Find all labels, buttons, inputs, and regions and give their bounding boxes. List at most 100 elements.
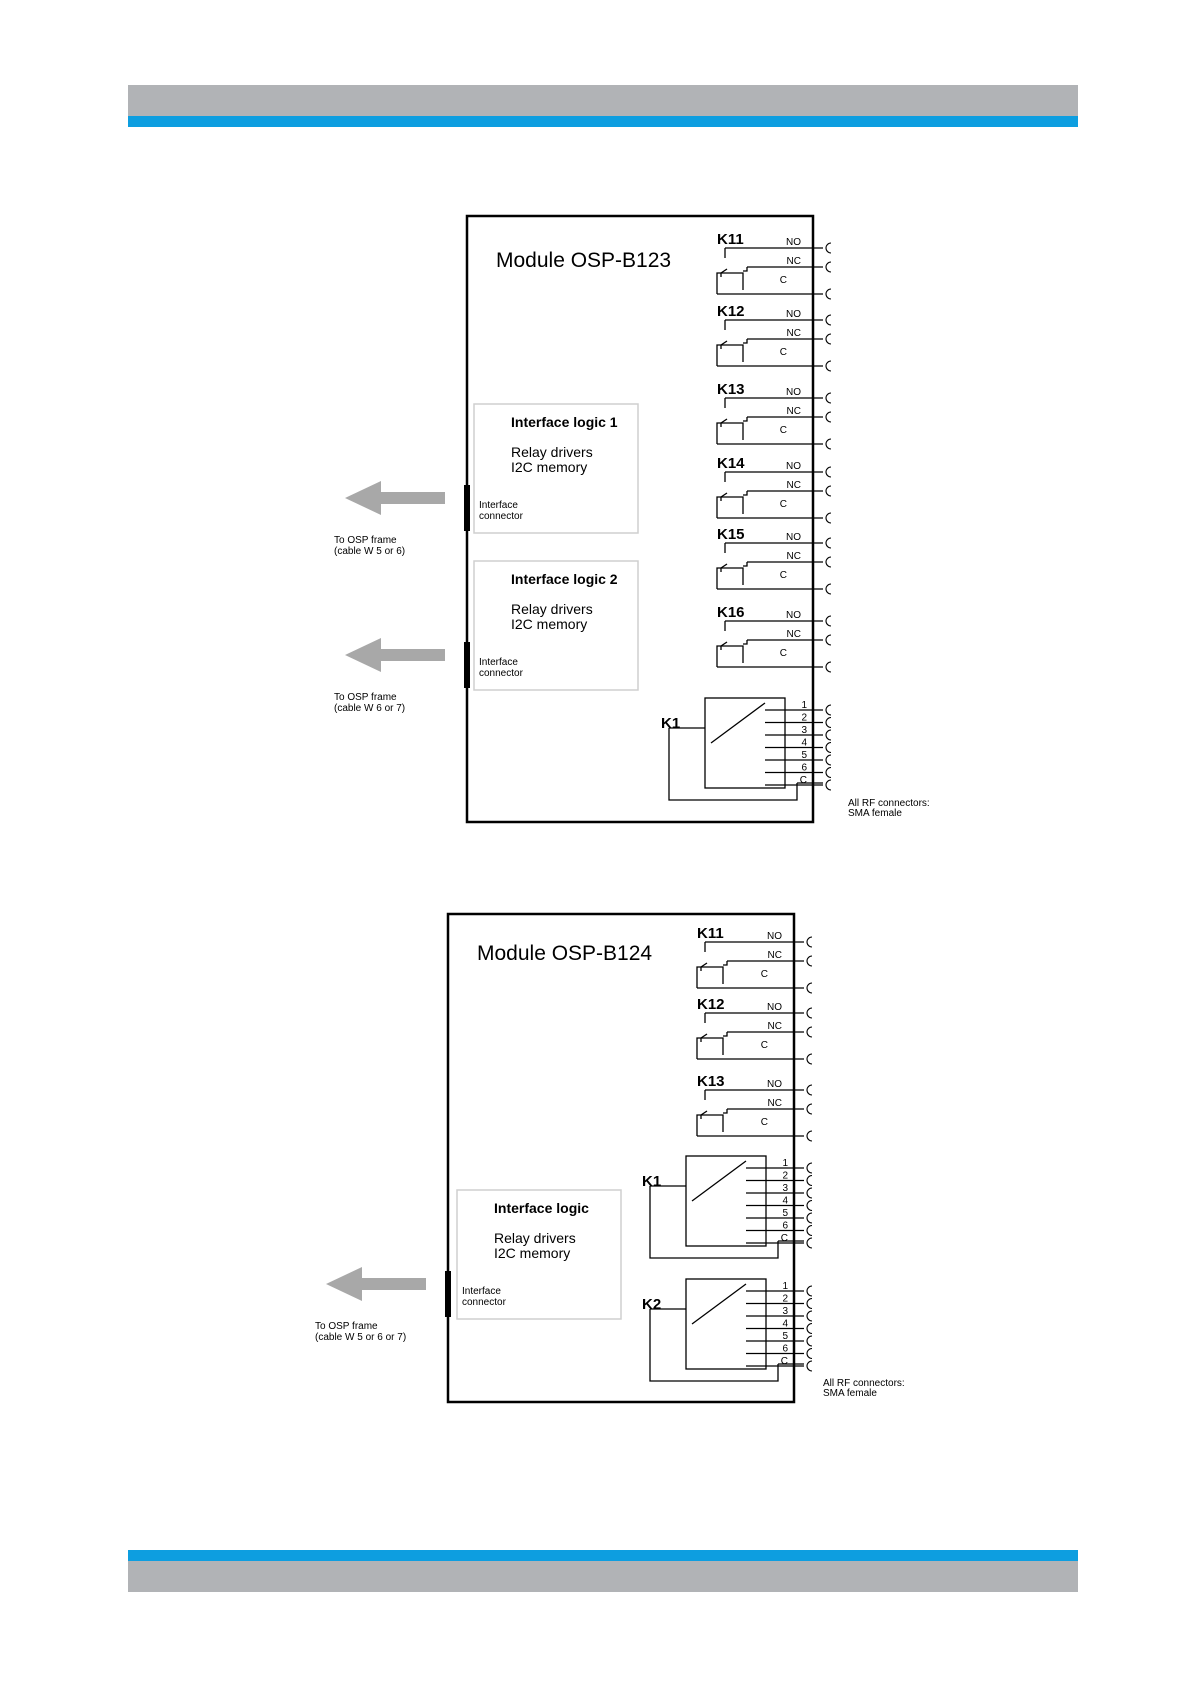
relay-label-b123-0: K11 <box>717 231 744 248</box>
sma-connector-icon <box>806 1084 813 1096</box>
sma-connector-icon <box>806 1322 813 1335</box>
relay-pin-no: NO <box>786 532 801 543</box>
osp-cable-label: (cable W 5 or 6) <box>334 546 405 557</box>
multi-relay-common-loop <box>649 1309 779 1382</box>
relay-lever <box>720 563 728 569</box>
relay-pin-nc: NC <box>768 950 782 961</box>
multi-relay-switch <box>710 702 766 744</box>
sma-connector-icon <box>806 1174 813 1187</box>
sma-connector-icon <box>825 741 832 754</box>
interface-logic-box <box>473 560 639 691</box>
multi-relay-box <box>685 1278 767 1370</box>
multi-relay-pin: 4 <box>801 738 807 749</box>
sma-connector-icon <box>825 661 832 673</box>
multi-relay-label-b124-1: K2 <box>642 1296 661 1313</box>
relay-nc-contact <box>743 267 748 272</box>
rf-connectors-note: All RF connectors: <box>848 798 930 809</box>
multi-relay-pin: 1 <box>801 700 807 711</box>
relay-pin-c: C <box>780 499 787 510</box>
relay-pin-no: NO <box>786 387 801 398</box>
relay-pin-nc: NC <box>787 629 801 640</box>
relay-common-loop <box>716 645 744 667</box>
sma-connector-icon <box>825 411 832 423</box>
relay-common-loop <box>716 496 744 518</box>
module-b123-title: Module OSP-B123 <box>496 249 671 272</box>
relay-lever <box>720 641 728 647</box>
rf-connectors-note: All RF connectors: <box>823 1378 905 1389</box>
relay-common-loop <box>716 344 744 366</box>
relay-pin-no: NO <box>767 931 782 942</box>
interface-connector-label: connector <box>479 511 524 522</box>
osp-frame-arrow-icon <box>345 638 445 672</box>
relay-pin-nc: NC <box>787 256 801 267</box>
relay-common-loop <box>716 272 744 294</box>
module-b124-title: Module OSP-B124 <box>477 942 652 965</box>
sma-connector-icon <box>806 1162 813 1174</box>
relay-nc-contact <box>743 562 748 567</box>
sma-connector-icon <box>825 729 832 741</box>
relay-lever <box>700 1110 708 1116</box>
relay-label-b123-5: K16 <box>717 604 745 621</box>
relay-pin-no: NO <box>786 610 801 621</box>
interface-logic-title: Interface logic <box>494 1200 589 1216</box>
sma-connector-icon <box>825 615 832 627</box>
sma-connector-icon <box>806 1199 813 1212</box>
to-osp-frame-label: To OSP frame <box>315 1321 378 1332</box>
multi-relay-switch <box>691 1160 747 1202</box>
relay-pin-c: C <box>761 1117 768 1128</box>
interface-logic-title: Interface logic 1 <box>511 414 618 430</box>
relay-pin-no: NO <box>767 1079 782 1090</box>
sma-connector-icon <box>806 1335 813 1347</box>
multi-relay-pin: C <box>781 1356 788 1367</box>
interface-connector-label: connector <box>479 668 524 679</box>
multi-relay-label-b123-0: K1 <box>661 715 680 732</box>
sma-connector-icon <box>825 634 832 646</box>
multi-relay-pin: 3 <box>801 725 807 736</box>
sma-connector-icon <box>825 288 832 300</box>
osp-frame-arrow-icon <box>345 481 445 515</box>
multi-relay-pin: 1 <box>782 1281 788 1292</box>
sma-connector-icon <box>806 955 813 967</box>
relay-nc-contact <box>743 640 748 645</box>
multi-relay-label-b124-0: K1 <box>642 1173 661 1190</box>
multi-relay-pin: 2 <box>801 713 807 724</box>
relay-lever <box>720 492 728 498</box>
sma-connector-icon <box>806 1347 813 1360</box>
i2c-memory-label: I2C memory <box>494 1245 570 1261</box>
sma-connector-icon <box>806 1187 813 1199</box>
relay-nc-contact <box>723 1032 728 1037</box>
rf-connectors-note: SMA female <box>848 808 902 819</box>
relay-label-b124-0: K11 <box>697 925 724 942</box>
relay-label-b123-4: K15 <box>717 526 745 543</box>
relay-pin-nc: NC <box>787 551 801 562</box>
relay-common-loop <box>696 966 724 988</box>
sma-connector-icon <box>825 360 832 372</box>
relay-common-loop <box>716 422 744 444</box>
relay-label-b123-1: K12 <box>717 303 745 320</box>
sma-connector-icon <box>825 766 832 779</box>
sma-connector-icon <box>806 982 813 994</box>
sma-connector-icon <box>806 1285 813 1297</box>
sma-connector-icon <box>806 1237 813 1249</box>
relay-nc-contact <box>723 961 728 966</box>
relay-drivers-label: Relay drivers <box>511 601 593 617</box>
sma-connector-icon <box>825 704 832 716</box>
relay-common-loop <box>716 567 744 589</box>
multi-relay-pin: 5 <box>801 750 807 761</box>
relay-pin-no: NO <box>786 237 801 248</box>
sma-connector-icon <box>806 1212 813 1224</box>
osp-cable-label: (cable W 5 or 6 or 7) <box>315 1332 406 1343</box>
relay-common-loop <box>696 1114 724 1136</box>
relay-pin-nc: NC <box>768 1098 782 1109</box>
sma-connector-icon <box>806 1130 813 1142</box>
relay-lever <box>720 268 728 274</box>
relay-pin-c: C <box>780 425 787 436</box>
relay-label-b123-2: K13 <box>717 381 745 398</box>
multi-relay-pin: 4 <box>782 1319 788 1330</box>
sma-connector-icon <box>825 242 832 254</box>
sma-connector-icon <box>806 1103 813 1115</box>
relay-label-b124-1: K12 <box>697 996 725 1013</box>
multi-relay-pin: 6 <box>801 763 807 774</box>
interface-logic-box <box>473 403 639 534</box>
multi-relay-pin: 4 <box>782 1196 788 1207</box>
